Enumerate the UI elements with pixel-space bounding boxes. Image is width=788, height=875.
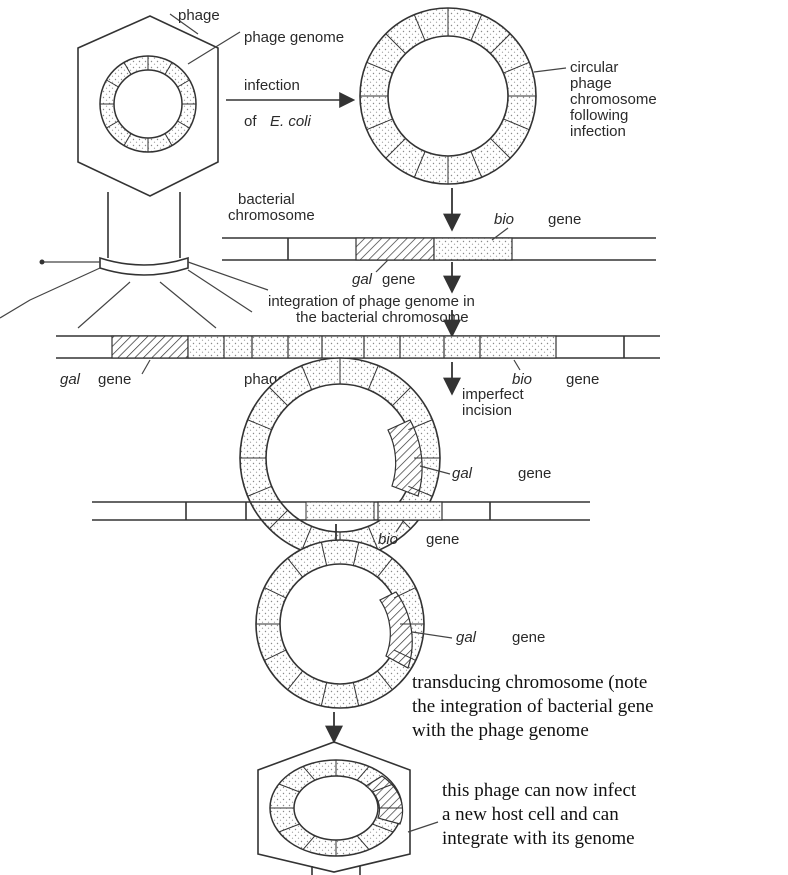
newphage-label-3: integrate with its genome bbox=[442, 828, 635, 849]
gal-label-4: gal bbox=[456, 629, 477, 646]
bacterial-chromosome bbox=[222, 238, 656, 260]
circular-label-4: following bbox=[570, 107, 628, 124]
circular-phage-chromosome bbox=[360, 8, 536, 184]
bio-label-3: bio bbox=[378, 531, 398, 548]
gal-gene-word-1: gene bbox=[382, 271, 415, 288]
gal-gene-word-2: gene bbox=[98, 371, 131, 388]
phage-virion bbox=[0, 14, 268, 328]
phage-head-genome-ring bbox=[100, 56, 196, 152]
gal-label-1: gal bbox=[352, 271, 373, 288]
phage-tail bbox=[108, 192, 180, 258]
excising-ring bbox=[240, 358, 440, 558]
bio-label-1: bio bbox=[494, 211, 514, 228]
gal-label-3: gal bbox=[452, 465, 473, 482]
transducing-label-2: the integration of bacterial gene bbox=[412, 696, 654, 717]
imperfect-label-2: incision bbox=[462, 402, 512, 419]
bacterial-label-1: bacterial bbox=[238, 191, 295, 208]
circular-label-3: chromosome bbox=[570, 91, 657, 108]
gal-gene-word-4: gene bbox=[512, 629, 545, 646]
transducing-label-3: with the phage genome bbox=[412, 720, 589, 741]
bio-pointer-2 bbox=[514, 360, 520, 370]
bio-gene-word-1: gene bbox=[548, 211, 581, 228]
of-label: of bbox=[244, 113, 257, 130]
transducing-label-1: transducing chromosome (note bbox=[412, 672, 647, 693]
integrated-chromosome bbox=[56, 336, 660, 358]
transducing-ring bbox=[256, 540, 424, 708]
phage-label: phage bbox=[178, 7, 220, 24]
bio-gene-word-2: gene bbox=[566, 371, 599, 388]
circular-pointer bbox=[534, 68, 566, 72]
gal-pointer-2 bbox=[142, 360, 150, 374]
infection-label: infection bbox=[244, 77, 300, 94]
circular-label-2: phage bbox=[570, 75, 612, 92]
residual-chromosome bbox=[92, 502, 590, 520]
new-transducing-phage bbox=[258, 742, 410, 875]
newphage-label-2: a new host cell and can bbox=[442, 804, 619, 825]
bio-gene-word-3: gene bbox=[426, 531, 459, 548]
new-phage-pointer bbox=[408, 822, 438, 832]
circular-label-1: circular bbox=[570, 59, 618, 76]
bacterial-label-2: chromosome bbox=[228, 207, 315, 224]
gal-label-2-prefix: gal bbox=[60, 371, 81, 388]
base-plate bbox=[100, 258, 188, 275]
gal-gene-segment bbox=[356, 238, 434, 260]
phage-genome-label: phage genome bbox=[244, 29, 344, 46]
integration-label-1: integration of phage genome in bbox=[268, 293, 475, 310]
tail-fibers bbox=[0, 262, 268, 328]
newphage-label-1: this phage can now infect bbox=[442, 780, 637, 801]
circular-label-5: infection bbox=[570, 123, 626, 140]
bio-gene-segment bbox=[434, 238, 512, 260]
ecoli-label: E. coli bbox=[270, 113, 312, 130]
imperfect-label-1: imperfect bbox=[462, 386, 525, 403]
integration-label-2: the bacterial chromosome bbox=[296, 309, 469, 326]
gal-gene-word-3: gene bbox=[518, 465, 551, 482]
